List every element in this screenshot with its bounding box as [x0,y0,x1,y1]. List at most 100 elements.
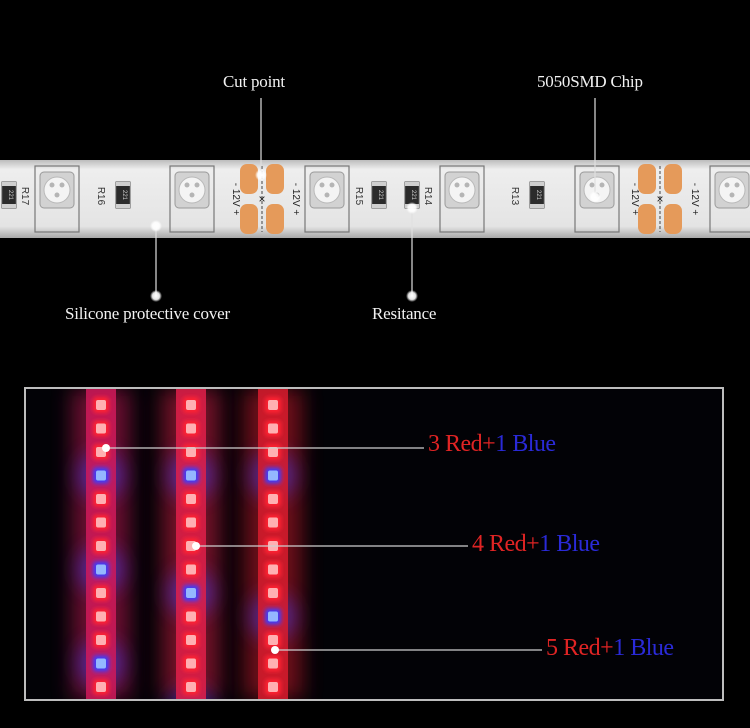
chip-lens [178,176,206,204]
led-core [96,635,106,645]
led-core [268,447,278,457]
chip-die [729,192,735,198]
cut-point: × [638,164,682,234]
resistor-cap [372,182,386,186]
chip-die [599,182,605,188]
chip-die [589,182,595,188]
cut-point-dot [255,169,267,181]
voltage-label: - 12V + [290,183,301,216]
resistor-label: R16 [95,187,106,206]
resistance-label: Resitance [372,304,437,323]
resistor-label: R14 [422,187,433,206]
led-core [186,400,196,410]
led-core [96,494,106,504]
resistor-code: 221 [7,190,13,201]
copper-pad [266,164,284,194]
voltage-label: - 12V + [629,183,640,216]
polarity-marks: - 12V + [629,183,640,216]
led-core [186,423,196,434]
chip-die [184,182,190,188]
led-core [186,517,196,528]
cut-mark: × [656,192,663,206]
cut-point: × [240,164,284,234]
chip-die [454,182,460,188]
chip-lens [43,176,71,204]
led-core [186,611,196,622]
resistor-label: R17 [19,187,30,206]
chip-die [459,192,465,198]
led-core [268,517,278,528]
mix-label-3-red: 3 Red+1 Blue [428,431,556,457]
lit-strips-panel: 3 Red+1 Blue 4 Red+1 Blue 5 Red+1 Blue [24,387,724,701]
led-core [186,564,196,575]
chip-die [189,192,195,198]
led-core [268,564,278,575]
led-core [186,470,196,481]
silicone-cover-dot [150,290,162,302]
copper-pad [266,204,284,234]
resistor-code: 221 [535,190,541,201]
copper-pad [638,204,656,234]
chip-outline [169,165,215,233]
chip-outline [439,165,485,233]
led-core [96,470,106,481]
copper-pad [664,204,682,234]
smd-chip [169,165,215,233]
chip-die [59,182,65,188]
resistor-cap [116,204,130,208]
resistance-dot [406,290,418,302]
led-core [268,494,278,504]
resistor: 221 R17 [1,181,30,209]
led-core [268,635,278,645]
led-core [96,564,106,575]
chip-outline [34,165,80,233]
led-core [186,682,196,692]
led-core [268,682,278,692]
smd-chip [34,165,80,233]
led-core [96,658,106,669]
resistor-cap [2,182,16,186]
led-core [96,611,106,622]
smd-chip [439,165,485,233]
chip-die [464,182,470,188]
lit-strip [176,389,206,699]
lit-strips-photo [72,389,542,699]
smd-chip [304,165,350,233]
copper-pad [240,204,258,234]
resistor-code: 221 [410,190,416,201]
mix-label-5-red: 5 Red+1 Blue [546,635,674,661]
resistance-dot [406,202,418,214]
chip-outline [574,165,620,233]
chip-die [194,182,200,188]
led-core [268,588,278,598]
mix-5-red-dot [271,646,279,654]
polarity-marks: - 12V + [689,183,700,216]
led-core [96,517,106,528]
resistor-cap [530,204,544,208]
chip-die [54,192,60,198]
polarity-marks: - 12V + [230,183,241,216]
chip-die [734,182,740,188]
cut-mark: × [258,192,265,206]
silicone-cover-dot [150,220,162,232]
led-core [268,423,278,434]
led-core [96,588,106,598]
led-core [186,635,196,645]
resistor-cap [530,182,544,186]
led-core [186,447,196,457]
led-core [268,611,278,622]
led-core [186,588,196,598]
chip-die [329,182,335,188]
smd-chip-label: 5050SMD Chip [537,72,643,91]
chip-lens [448,176,476,204]
copper-pad [664,164,682,194]
led-core [96,400,106,410]
resistor-cap [405,182,419,186]
led-core [96,682,106,692]
led-core [96,541,106,551]
chip-lens [313,176,341,204]
lit-strip [258,389,288,699]
